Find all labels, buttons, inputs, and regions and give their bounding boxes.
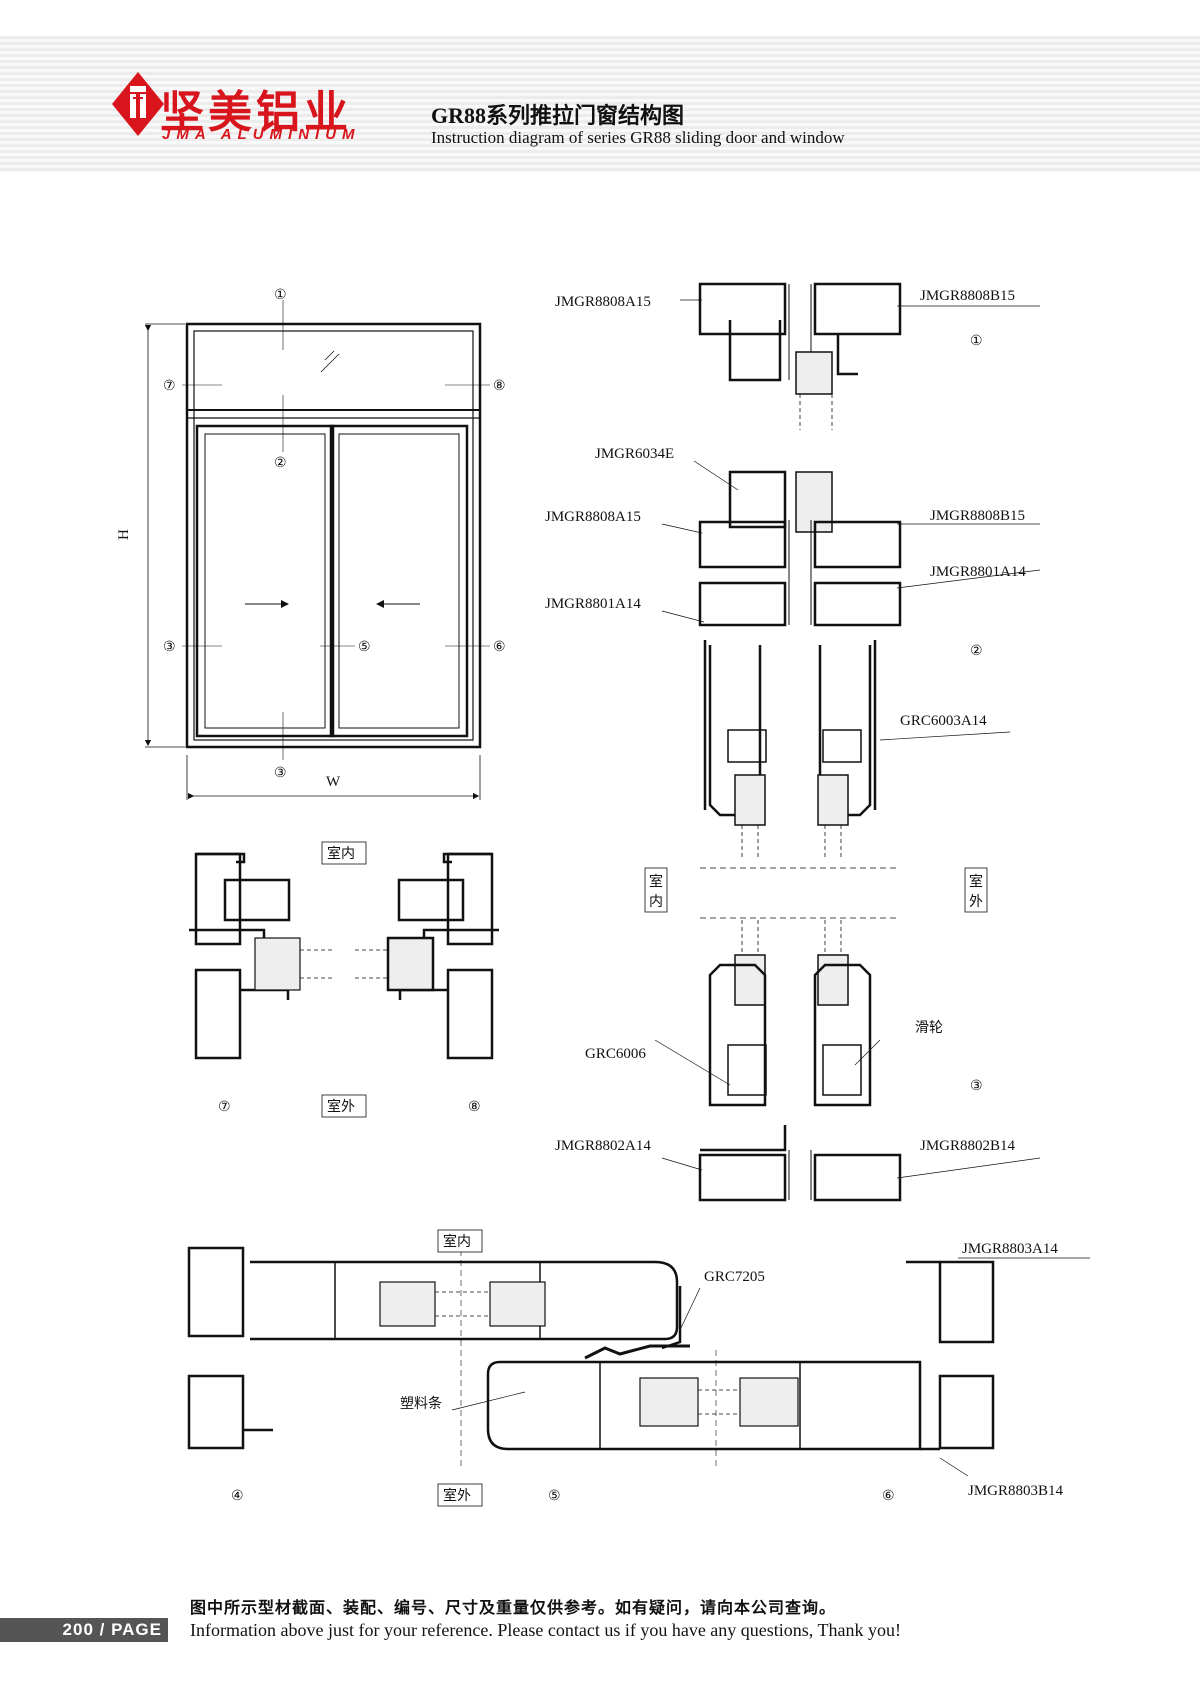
outdoor-label-4-5-6: 室外	[443, 1487, 471, 1504]
label-grc6003a14: GRC6003A14	[900, 713, 987, 729]
label-pulley: 滑轮	[915, 1019, 943, 1036]
footer-note-en: Information above just for your referenc…	[190, 1620, 901, 1640]
indoor-label-vertical: 室	[649, 873, 663, 890]
section-4-5-6	[187, 1240, 995, 1470]
marker-1: ①	[274, 288, 287, 303]
marker-5: ⑤	[358, 640, 371, 655]
outdoor-label-vertical: 室	[969, 873, 983, 890]
section-marker-6: ⑥	[882, 1489, 895, 1504]
vertical-section	[698, 282, 902, 1202]
svg-text:外: 外	[969, 894, 983, 910]
marker-8: ⑧	[493, 379, 506, 394]
marker-3b: ③	[274, 766, 287, 781]
label-jmgr6034e: JMGR6034E	[595, 446, 674, 462]
label-plastic-strip: 塑料条	[400, 1395, 442, 1412]
label-jmgr8808a15-mid: JMGR8808A15	[545, 509, 641, 525]
page-title-en: Instruction diagram of series GR88 slidi…	[431, 128, 845, 147]
label-jmgr8801a14-left: JMGR8801A14	[545, 596, 641, 612]
label-jmgr8801a14-right: JMGR8801A14	[930, 564, 1026, 580]
page-number: 200 / PAGE	[62, 1620, 162, 1639]
page-number-tag: 200 / PAGE	[0, 1618, 168, 1642]
header-band	[0, 36, 1200, 172]
section-marker-5: ⑤	[548, 1489, 561, 1504]
marker-2: ②	[274, 456, 287, 471]
brand-name-en: JMA ALUMINIUM	[162, 126, 361, 143]
section-marker-4: ④	[231, 1489, 244, 1504]
marker-3: ③	[163, 640, 176, 655]
indoor-label-7-8: 室内	[327, 845, 355, 862]
section-7-8	[189, 852, 499, 1060]
label-jmgr8803a14: JMGR8803A14	[962, 1241, 1058, 1257]
label-grc6006: GRC6006	[585, 1046, 646, 1062]
marker-7: ⑦	[163, 379, 176, 394]
brand-logo-icon	[112, 72, 164, 136]
window-elevation	[144, 300, 490, 800]
section-marker-1: ①	[970, 334, 983, 349]
label-jmgr8808b15-mid: JMGR8808B15	[930, 508, 1025, 524]
svg-text:内: 内	[649, 894, 663, 910]
label-jmgr8808a15-top: JMGR8808A15	[555, 294, 651, 310]
label-jmgr8802a14: JMGR8802A14	[555, 1138, 651, 1154]
footer-note-cn: 图中所示型材截面、装配、编号、尺寸及重量仅供参考。如有疑问，请向本公司查询。	[190, 1598, 837, 1617]
section-marker-8: ⑧	[468, 1100, 481, 1115]
page-title-cn: GR88系列推拉门窗结构图	[431, 103, 685, 128]
section-marker-2: ②	[970, 644, 983, 659]
width-label: W	[326, 774, 341, 790]
indoor-label-4-5-6: 室内	[443, 1233, 471, 1250]
section-marker-3: ③	[970, 1079, 983, 1094]
leader-lines	[654, 299, 1041, 1179]
outdoor-label-7-8: 室外	[327, 1098, 355, 1115]
label-jmgr8803b14: JMGR8803B14	[968, 1483, 1064, 1499]
marker-6: ⑥	[493, 640, 506, 655]
section-marker-7: ⑦	[218, 1100, 231, 1115]
label-grc7205: GRC7205	[704, 1269, 765, 1285]
label-jmgr8808b15-top: JMGR8808B15	[920, 288, 1015, 304]
brand-name-cn: 坚美铝业	[160, 87, 352, 138]
height-label: H	[116, 529, 132, 540]
label-jmgr8802b14: JMGR8802B14	[920, 1138, 1016, 1154]
